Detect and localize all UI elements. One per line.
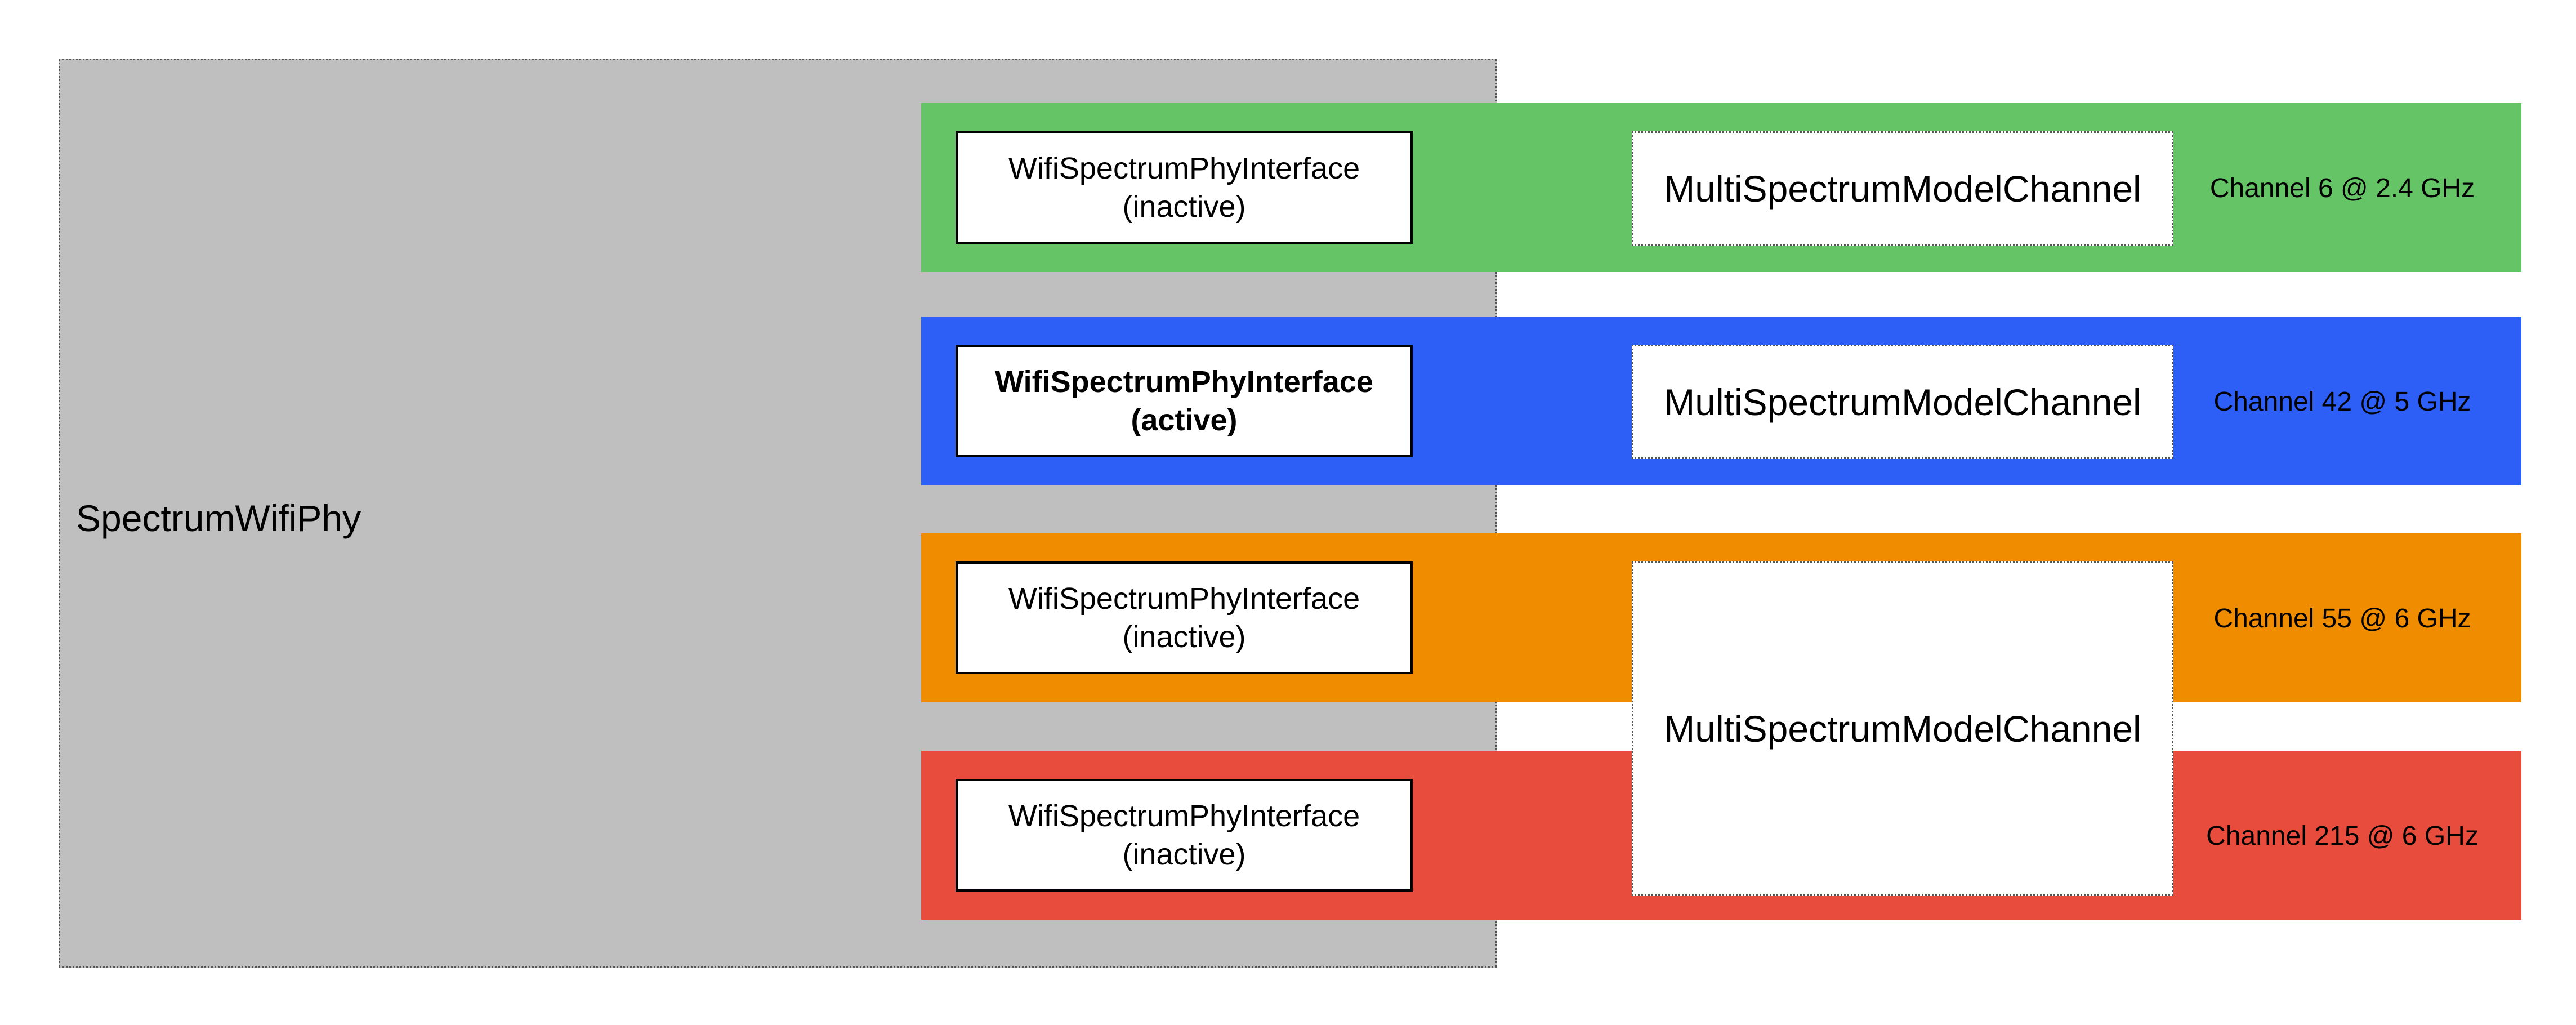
channel-label: MultiSpectrumModelChannel (1664, 708, 2141, 750)
phy-interface-5ghz: WifiSpectrumPhyInterface (active) (956, 345, 1413, 457)
phy-interface-name: WifiSpectrumPhyInterface (1008, 151, 1360, 185)
phy-interface-6ghz-ch55: WifiSpectrumPhyInterface (inactive) (956, 561, 1413, 674)
phy-interface-2-4ghz: WifiSpectrumPhyInterface (inactive) (956, 131, 1413, 244)
channel-label: MultiSpectrumModelChannel (1664, 167, 2141, 210)
band-label-6ghz-ch215: Channel 215 @ 6 GHz (2206, 821, 2479, 851)
band-label-5ghz: Channel 42 @ 5 GHz (2213, 387, 2471, 417)
channel-5ghz: MultiSpectrumModelChannel (1632, 345, 2173, 459)
phy-interface-6ghz-ch215: WifiSpectrumPhyInterface (inactive) (956, 779, 1413, 892)
phy-interface-state: (active) (1131, 403, 1238, 437)
channel-6ghz: MultiSpectrumModelChannel (1632, 561, 2173, 896)
phy-interface-state: (inactive) (1122, 620, 1246, 654)
channel-2-4ghz: MultiSpectrumModelChannel (1632, 131, 2173, 246)
phy-interface-state: (inactive) (1122, 190, 1246, 224)
phy-interface-state: (inactive) (1122, 837, 1246, 871)
phy-interface-name: WifiSpectrumPhyInterface (995, 365, 1373, 399)
spectrum-wifi-phy-label: SpectrumWifiPhy (76, 497, 361, 539)
phy-interface-name: WifiSpectrumPhyInterface (1008, 799, 1360, 833)
band-label-2-4ghz: Channel 6 @ 2.4 GHz (2209, 173, 2475, 203)
phy-interface-name: WifiSpectrumPhyInterface (1008, 582, 1360, 616)
channel-label: MultiSpectrumModelChannel (1664, 381, 2141, 423)
band-label-6ghz-ch55: Channel 55 @ 6 GHz (2213, 604, 2471, 634)
